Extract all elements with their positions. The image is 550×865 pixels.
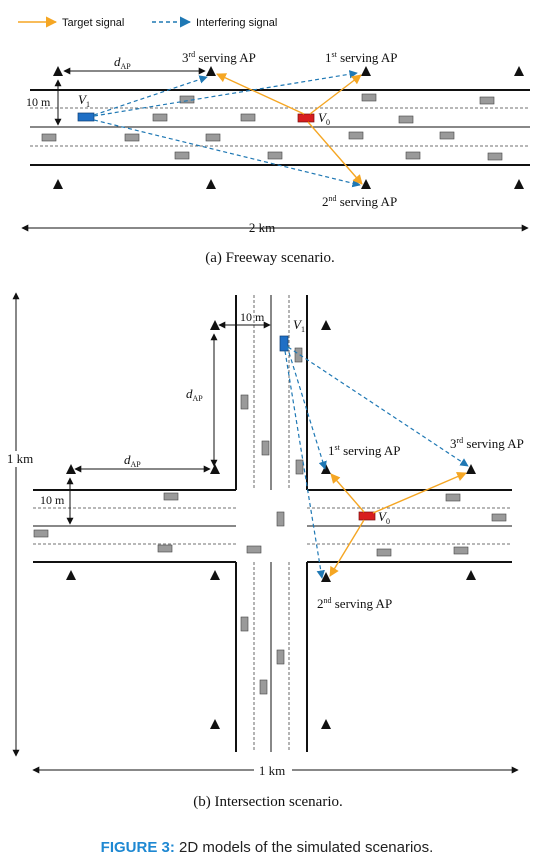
vehicle [491, 513, 507, 522]
lane-width-label-left: 10 m [40, 493, 65, 507]
vehicle [405, 151, 421, 160]
vehicle [41, 133, 57, 142]
vehicle [398, 115, 414, 124]
vehicle [157, 544, 173, 553]
interfering-vehicle [279, 335, 289, 352]
vehicle [439, 131, 455, 140]
interfering-signal-arrow [287, 346, 469, 467]
vehicle [487, 152, 503, 161]
interfering-vehicle [77, 112, 95, 122]
height-label-bg [4, 451, 38, 467]
interfering-signal-arrow [286, 345, 327, 470]
target-label: V0 [378, 509, 390, 526]
access-point-icon [361, 66, 371, 76]
vehicle [33, 529, 49, 538]
interfering-signal-arrow [93, 75, 208, 116]
access-point-icon [210, 464, 220, 474]
access-point-icon [321, 320, 331, 330]
target-signal-arrow [307, 121, 363, 185]
access-point-icon [66, 464, 76, 474]
access-point-icon [210, 320, 220, 330]
d-ap-label: dAP [114, 54, 131, 71]
legend-target-label: Target signal [62, 17, 124, 29]
vehicle [240, 113, 256, 122]
legend: Target signal Interfering signal [18, 16, 277, 29]
intersection-width-label: 1 km [259, 763, 285, 778]
interferer-label: V1 [293, 317, 305, 334]
vehicle [205, 133, 221, 142]
access-point-icon [466, 570, 476, 580]
target-vehicle [358, 511, 376, 521]
access-point-icon [321, 572, 331, 582]
vehicle [124, 133, 140, 142]
access-point-icon [210, 570, 220, 580]
vehicle [294, 347, 303, 363]
vehicle [479, 96, 495, 105]
target-signal-arrow [216, 73, 305, 115]
freeway-scenario: dAP 10 m V1 V0 3rd ser [21, 50, 530, 266]
freeway-caption: (a) Freeway scenario. [205, 250, 335, 266]
access-point-icon [466, 464, 476, 474]
ap1-label: 1st serving AP [328, 443, 401, 458]
vehicle [267, 151, 283, 160]
vehicle [361, 93, 377, 102]
access-point-icon [361, 179, 371, 189]
intersection-height-label: 1 km [7, 451, 33, 466]
vehicle [348, 131, 364, 140]
interfering-signal-arrow [284, 350, 325, 579]
d-ap-label-vertical: dAP [186, 386, 203, 403]
access-point-icon [53, 66, 63, 76]
access-point-icon [210, 719, 220, 729]
access-point-icon [206, 66, 216, 76]
interferer-label: V1 [78, 92, 90, 109]
figure-caption-label: FIGURE 3: [101, 839, 175, 856]
vehicle [163, 492, 179, 501]
target-signal-arrow [330, 473, 365, 513]
ap1-label: 1st serving AP [325, 50, 398, 65]
vehicle [246, 545, 262, 554]
freeway-length-label: 2 km [249, 220, 275, 235]
target-signal-arrow [372, 471, 467, 514]
access-point-icon [321, 464, 331, 474]
vehicle [240, 616, 249, 632]
vehicle [295, 459, 304, 475]
vehicle [240, 394, 249, 410]
access-point-icon [514, 179, 524, 189]
intersection-scenario: 10 m dAP dAP 10 m V1 V0 [4, 292, 524, 810]
vehicle [276, 649, 285, 665]
access-point-icon [66, 570, 76, 580]
ap3-label: 3rd serving AP [450, 436, 524, 451]
access-point-icon [321, 719, 331, 729]
target-signal-arrow [329, 519, 365, 577]
vehicle [276, 511, 285, 527]
vehicle [261, 440, 270, 456]
ap2-label: 2nd serving AP [317, 596, 392, 611]
legend-interfering-label: Interfering signal [196, 17, 277, 29]
interfering-signal-arrow [93, 119, 361, 188]
access-point-icon [514, 66, 524, 76]
width-label-bg [254, 762, 292, 778]
figure-caption: FIGURE 3: 2D models of the simulated sce… [101, 839, 434, 856]
target-label: V0 [318, 110, 330, 127]
vehicle [453, 546, 469, 555]
d-ap-label-horizontal: dAP [124, 452, 141, 469]
vehicle [445, 493, 461, 502]
vehicle [376, 548, 392, 557]
ap2-label: 2nd serving AP [322, 194, 397, 209]
access-point-icon [53, 179, 63, 189]
lane-width-label-top: 10 m [240, 310, 265, 324]
vehicle [152, 113, 168, 122]
vehicle [259, 679, 268, 695]
intersection-caption: (b) Intersection scenario. [193, 794, 343, 810]
lane-width-label: 10 m [26, 95, 51, 109]
target-vehicle [297, 113, 315, 123]
vehicle [174, 151, 190, 160]
figure-caption-text: 2D models of the simulated scenarios. [175, 839, 433, 856]
ap3-label: 3rd serving AP [182, 50, 256, 65]
access-point-icon [206, 179, 216, 189]
interfering-signal-arrow [93, 70, 358, 117]
target-signal-arrow [309, 74, 362, 115]
